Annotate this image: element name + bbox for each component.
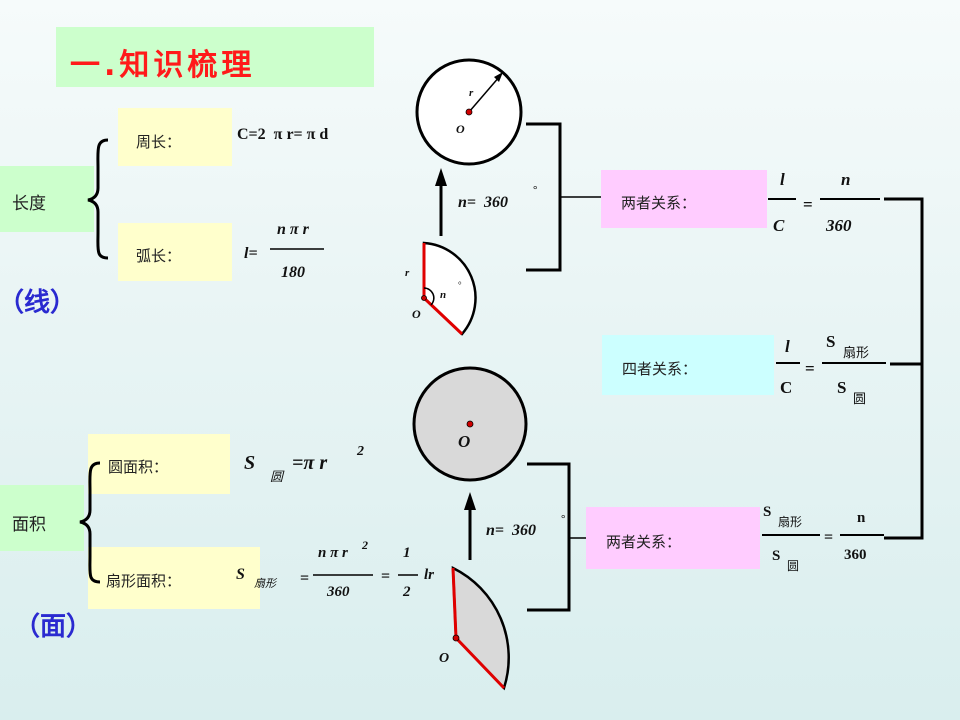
length-brace bbox=[87, 138, 109, 260]
top-sector-r: r bbox=[405, 267, 410, 279]
relation1-eq: = bbox=[803, 195, 813, 214]
relation2-label: 两者关系： bbox=[606, 533, 682, 551]
arc-box bbox=[118, 223, 232, 281]
relation1-num: l bbox=[780, 170, 785, 189]
perimeter-label: 周长： bbox=[136, 133, 182, 151]
top-circle-o: O bbox=[456, 122, 465, 136]
sector-area-box bbox=[88, 547, 260, 609]
circle-area-rhs: =π r bbox=[292, 452, 328, 474]
relation4-rnum: S bbox=[826, 332, 836, 351]
relation4-rnum-sub: 扇形 bbox=[843, 346, 870, 361]
sector-eq2: = bbox=[381, 568, 391, 585]
length-label: 长度 bbox=[12, 194, 46, 214]
half-denominator: 2 bbox=[403, 584, 411, 600]
bottom-sector-red-edge-2 bbox=[454, 636, 506, 690]
top-radius-arrow bbox=[468, 75, 501, 113]
top-sector-deg: ° bbox=[458, 280, 462, 290]
relation2-box bbox=[586, 507, 760, 569]
relation2-num: S bbox=[763, 504, 772, 520]
title-banner bbox=[56, 27, 374, 87]
sector-area-S: S bbox=[236, 566, 245, 583]
relation1-rden: 360 bbox=[826, 216, 852, 235]
top-radius-arrowhead bbox=[494, 72, 503, 82]
sector-area-label: 扇形面积： bbox=[106, 572, 182, 590]
bottom-sector bbox=[451, 565, 510, 691]
circle-area-exp: 2 bbox=[357, 444, 364, 459]
bottom-degree-mark: ° bbox=[561, 513, 566, 525]
relation1-box bbox=[601, 170, 767, 228]
bottom-up-arrowhead bbox=[464, 492, 476, 510]
area-box bbox=[0, 485, 84, 551]
circle-area-sub: 圆 bbox=[270, 470, 284, 485]
arc-label: 弧长： bbox=[136, 247, 182, 265]
top-sector-o: O bbox=[412, 307, 421, 321]
sector-eq1: = bbox=[300, 570, 310, 587]
circle-area-box bbox=[88, 434, 230, 494]
area-brace bbox=[79, 461, 101, 584]
relation4-box bbox=[602, 335, 774, 395]
sector-numerator-exp: 2 bbox=[362, 538, 368, 552]
top-circle-r: r bbox=[469, 87, 474, 99]
relation1-label: 两者关系： bbox=[621, 194, 697, 212]
top-center-dot bbox=[465, 108, 473, 116]
half-numerator: 1 bbox=[403, 545, 411, 561]
surface-paren-label: （面） bbox=[14, 612, 93, 642]
relation2-rden: 360 bbox=[844, 547, 867, 563]
relation2-num-sub: 扇形 bbox=[778, 515, 803, 529]
sector-numerator: n π r bbox=[318, 545, 348, 561]
relation2-den-sub: 圆 bbox=[787, 559, 800, 573]
top-sector-vertex bbox=[421, 295, 427, 301]
relation4-rden: S bbox=[837, 378, 847, 397]
top-n360-label: n= 360 bbox=[458, 194, 509, 211]
arc-lhs: l= bbox=[244, 245, 258, 262]
relation1-den: C bbox=[773, 216, 785, 235]
bottom-n360-label: n= 360 bbox=[486, 522, 537, 539]
relation4-num: l bbox=[785, 337, 790, 356]
half-rhs: lr bbox=[424, 567, 435, 583]
relation2-den: S bbox=[772, 548, 781, 564]
top-sector-angle-arc bbox=[423, 287, 435, 306]
page-title: 一.知识梳理 bbox=[70, 48, 256, 83]
relation1-rnum: n bbox=[841, 170, 851, 189]
sector-area-sub: 扇形 bbox=[254, 577, 276, 590]
line-paren-label: （线） bbox=[0, 288, 77, 318]
bottom-circle-o: O bbox=[458, 432, 470, 451]
sector-denominator: 360 bbox=[327, 584, 350, 600]
area-label: 面积 bbox=[12, 515, 46, 535]
bottom-center-dot bbox=[466, 420, 474, 428]
relation4-label: 四者关系： bbox=[622, 360, 698, 378]
relation4-rden-sub: 圆 bbox=[853, 392, 867, 407]
bottom-sector-o: O bbox=[439, 651, 449, 666]
bottom-bracket bbox=[527, 462, 571, 612]
arc-denominator: 180 bbox=[281, 264, 305, 281]
bottom-sector-red-edge-1 bbox=[451, 567, 458, 639]
top-sector bbox=[422, 241, 477, 336]
right-bracket bbox=[884, 197, 924, 540]
bottom-sector-vertex bbox=[452, 634, 460, 642]
arc-numerator: n π r bbox=[277, 221, 309, 238]
perimeter-formula: C=2 π r= π d bbox=[237, 126, 329, 143]
length-box bbox=[0, 166, 94, 232]
top-bracket bbox=[526, 122, 562, 272]
top-up-arrowhead bbox=[435, 168, 447, 186]
relation4-eq: = bbox=[805, 359, 815, 378]
circle-area-label: 圆面积： bbox=[108, 458, 169, 476]
circle-area-S: S bbox=[244, 452, 256, 474]
relation4-den: C bbox=[780, 378, 793, 397]
top-sector-n: n bbox=[440, 289, 446, 301]
relation2-eq: = bbox=[824, 529, 834, 546]
perimeter-box bbox=[118, 108, 232, 166]
relation2-rnum: n bbox=[857, 510, 866, 526]
top-sector-red-edge-2 bbox=[422, 296, 464, 336]
top-degree-mark: ° bbox=[533, 184, 538, 196]
